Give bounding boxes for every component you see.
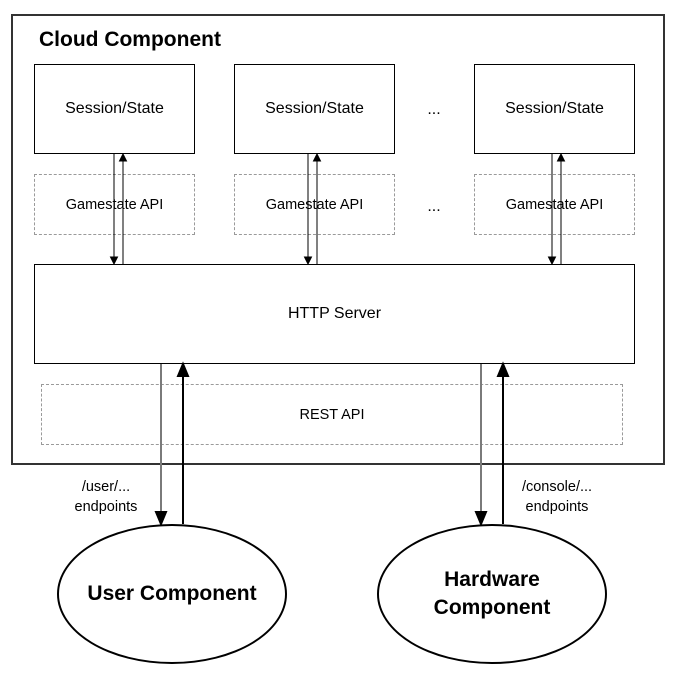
user-endpoints-label: /user/... endpoints bbox=[46, 477, 166, 517]
session-state-box-1: Session/State bbox=[34, 64, 195, 154]
arrowhead-session3-down bbox=[547, 256, 557, 266]
session-ellipsis: ... bbox=[427, 101, 441, 118]
rest-api-box: REST API bbox=[41, 384, 623, 445]
user-component-label: User Component bbox=[87, 582, 257, 605]
arrowhead-user-to-http bbox=[176, 361, 190, 377]
hardware-component-label: Hardware Component bbox=[434, 566, 551, 622]
user-component-ellipse: User Component bbox=[57, 524, 287, 664]
console-endpoints-label: /console/... endpoints bbox=[497, 477, 617, 517]
hardware-component-line2: Component bbox=[433, 596, 551, 619]
session-state-box-3: Session/State bbox=[474, 64, 635, 154]
console-endpoints-line1: /console/... bbox=[521, 479, 593, 495]
api-ellipsis: ... bbox=[427, 198, 441, 215]
arrowhead-session1-up bbox=[118, 152, 128, 162]
cloud-component-title: Cloud Component bbox=[39, 28, 221, 51]
http-server-box: HTTP Server bbox=[34, 264, 635, 364]
hardware-component-ellipse: Hardware Component bbox=[377, 524, 607, 664]
arrowhead-session2-up bbox=[312, 152, 322, 162]
arrowhead-session3-up bbox=[556, 152, 566, 162]
hardware-component-line1: Hardware bbox=[444, 568, 540, 591]
gamestate-api-box-2: Gamestate API bbox=[234, 174, 395, 235]
user-endpoints-line1: /user/... bbox=[81, 479, 131, 495]
arrowhead-http-to-user bbox=[154, 511, 168, 527]
console-endpoints-line2: endpoints bbox=[525, 499, 589, 515]
arrowhead-session2-down bbox=[303, 256, 313, 266]
gamestate-api-box-3: Gamestate API bbox=[474, 174, 635, 235]
arrowhead-session1-down bbox=[109, 256, 119, 266]
session-state-box-2: Session/State bbox=[234, 64, 395, 154]
user-endpoints-line2: endpoints bbox=[74, 499, 138, 515]
arrowhead-hardware-to-http bbox=[496, 361, 510, 377]
arrowhead-http-to-hardware bbox=[474, 511, 488, 527]
